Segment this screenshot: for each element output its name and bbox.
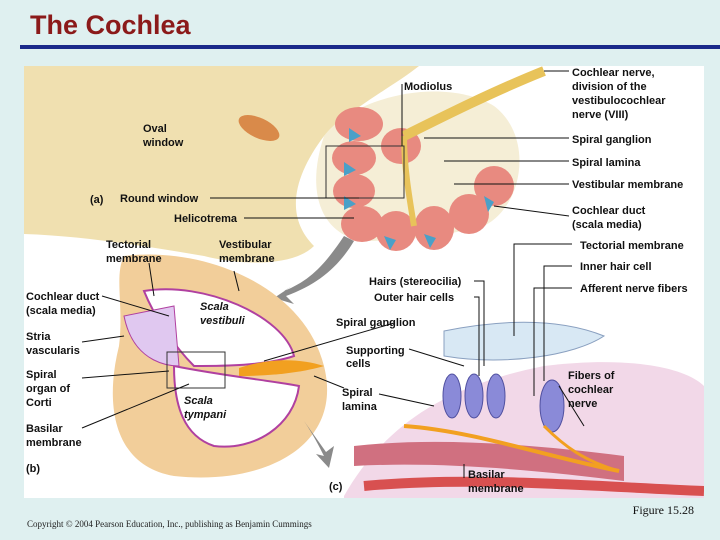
label-hairs-stereocilia: Hairs (stereocilia) xyxy=(369,276,462,288)
label-cochlear-nerve-line2: division of the xyxy=(572,81,647,93)
cochlea-figure: (a) Oval window Round window Helicotrema… xyxy=(24,66,704,498)
label-spiral-ganglion-a: Spiral ganglion xyxy=(572,134,652,146)
label-scala-tympani-line1: Scala xyxy=(184,395,213,407)
copyright-notice: Copyright © 2004 Pearson Education, Inc.… xyxy=(27,519,312,529)
label-stria-line1: Stria xyxy=(26,331,51,343)
label-cochlear-duct-a-line2: (scala media) xyxy=(572,219,642,231)
label-stria-line2: vascularis xyxy=(26,345,80,357)
label-helicotrema: Helicotrema xyxy=(174,213,238,225)
label-spiral-lamina-c-line2: lamina xyxy=(342,401,378,413)
label-outer-hair-cells: Outer hair cells xyxy=(374,292,454,304)
figure-caption: Figure 15.28 xyxy=(632,503,694,517)
label-cochlear-duct-a-line1: Cochlear duct xyxy=(572,205,646,217)
label-scala-tympani-line2: tympani xyxy=(184,409,227,421)
label-fibers-line2: cochlear xyxy=(568,384,614,396)
panel-a-illustration xyxy=(24,66,546,304)
label-spiral-organ-line2: organ of xyxy=(26,383,70,395)
panel-c-tag: (c) xyxy=(329,481,343,493)
panel-b-tag: (b) xyxy=(26,463,40,475)
label-basilar-c-line2: membrane xyxy=(468,483,524,495)
label-supporting-cells-line1: Supporting xyxy=(346,345,405,357)
label-tectorial-membrane-c: Tectorial membrane xyxy=(580,240,684,252)
label-tectorial-b-line2: membrane xyxy=(106,253,162,265)
label-scala-vestibuli-line1: Scala xyxy=(200,301,229,313)
label-basilar-b-line1: Basilar xyxy=(26,423,63,435)
label-cochlear-nerve-line1: Cochlear nerve, xyxy=(572,67,655,79)
label-cochlear-nerve-line3: vestibulocochlear xyxy=(572,95,666,107)
label-basilar-b-line2: membrane xyxy=(26,437,82,449)
label-spiral-lamina-c-line1: Spiral xyxy=(342,387,373,399)
label-inner-hair-cell: Inner hair cell xyxy=(580,261,652,273)
label-cochlear-duct-b-line2: (scala media) xyxy=(26,305,96,317)
label-round-window: Round window xyxy=(120,193,199,205)
label-vestibular-b-line1: Vestibular xyxy=(219,239,272,251)
title-rule xyxy=(20,45,720,49)
label-spiral-organ-line3: Corti xyxy=(26,397,52,409)
label-spiral-lamina-a: Spiral lamina xyxy=(572,157,641,169)
label-basilar-c-line1: Basilar xyxy=(468,469,505,481)
label-fibers-line3: nerve xyxy=(568,398,597,410)
label-vestibular-b-line2: membrane xyxy=(219,253,275,265)
label-tectorial-b-line1: Tectorial xyxy=(106,239,151,251)
label-afferent-nerve-fibers: Afferent nerve fibers xyxy=(580,283,688,295)
label-oval-window-line1: Oval xyxy=(143,123,167,135)
label-vestibular-membrane-a: Vestibular membrane xyxy=(572,179,683,191)
label-cochlear-nerve-line4: nerve (VIII) xyxy=(572,109,629,121)
label-modiolus: Modiolus xyxy=(404,81,452,93)
slide-title: The Cochlea xyxy=(30,10,191,40)
panel-a-tag: (a) xyxy=(90,194,104,206)
label-oval-window-line2: window xyxy=(142,137,184,149)
panel-b-illustration xyxy=(112,254,334,478)
leader-lines xyxy=(81,70,585,478)
label-spiral-organ-line1: Spiral xyxy=(26,369,57,381)
panel-c-illustration xyxy=(344,321,704,498)
label-spiral-ganglion-b: Spiral ganglion xyxy=(336,317,416,329)
label-cochlear-duct-b-line1: Cochlear duct xyxy=(26,291,100,303)
label-scala-vestibuli-line2: vestibuli xyxy=(200,315,246,327)
label-supporting-cells-line2: cells xyxy=(346,358,370,370)
label-fibers-line1: Fibers of xyxy=(568,370,615,382)
